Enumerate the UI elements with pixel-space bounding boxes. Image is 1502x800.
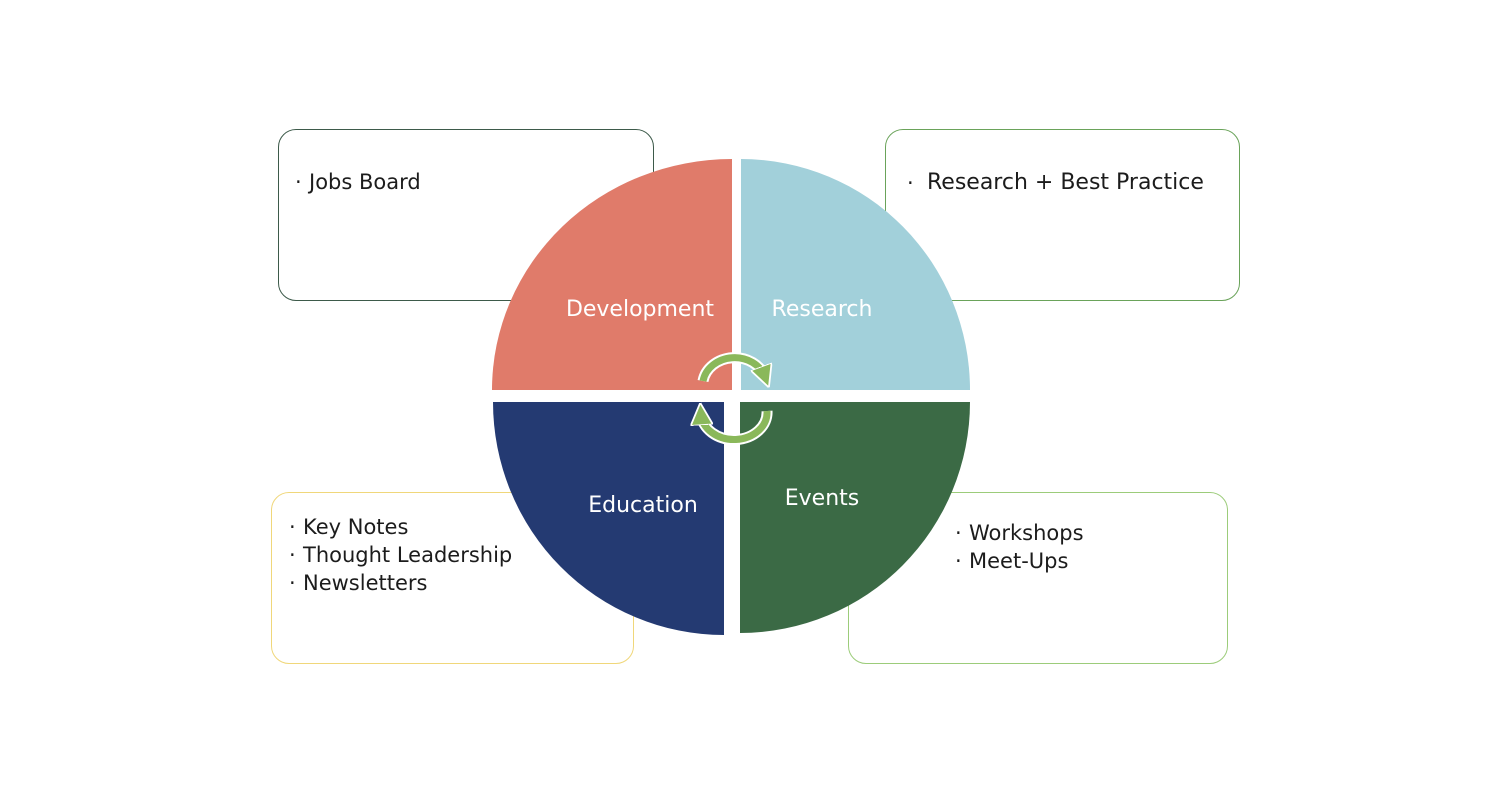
cycle-arrows-icon (701, 352, 767, 445)
research-item: Research + Best Practice (907, 169, 1204, 197)
events-quadrant (740, 402, 970, 633)
events-item: Meet-Ups (955, 547, 1084, 575)
development-quadrant (492, 159, 732, 390)
events-label: Events (785, 486, 860, 511)
research-label: Research (772, 297, 873, 322)
development-item: Jobs Board (295, 168, 421, 196)
education-quadrant (493, 402, 724, 635)
education-label: Education (588, 493, 698, 518)
events-details-box: Workshops Meet-Ups (848, 492, 1228, 664)
development-label: Development (566, 297, 714, 322)
education-item: Key Notes (289, 513, 512, 541)
research-details-box: Research + Best Practice (885, 129, 1240, 301)
education-item: Thought Leadership (289, 541, 512, 569)
research-quadrant (741, 159, 970, 390)
education-item: Newsletters (289, 569, 512, 597)
events-item: Workshops (955, 519, 1084, 547)
